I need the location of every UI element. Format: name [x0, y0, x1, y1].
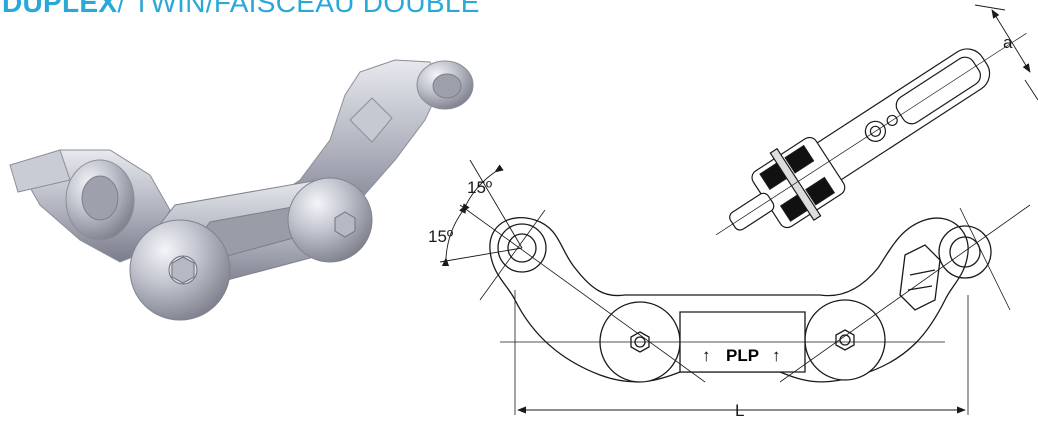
arrow-up-icon: ↑: [772, 346, 781, 365]
page-title: DUPLEX/ TWIN/FAISCEAU DOUBLE: [2, 0, 480, 20]
rendered-fitting: [9, 59, 474, 321]
width-dimension-label: a: [1003, 33, 1013, 52]
angle-label-top: 15º: [467, 178, 492, 197]
length-dimension-label: L: [735, 401, 744, 420]
technical-drawing: [439, 159, 1031, 415]
angle-label-bottom: 15º: [428, 227, 453, 246]
title-translations: / TWIN/FAISCEAU DOUBLE: [117, 0, 480, 18]
top-view-drawing: [715, 4, 1038, 236]
plate-label: PLP: [726, 346, 759, 365]
title-product-name: DUPLEX: [2, 0, 118, 18]
arrow-up-icon: ↑: [702, 346, 711, 365]
